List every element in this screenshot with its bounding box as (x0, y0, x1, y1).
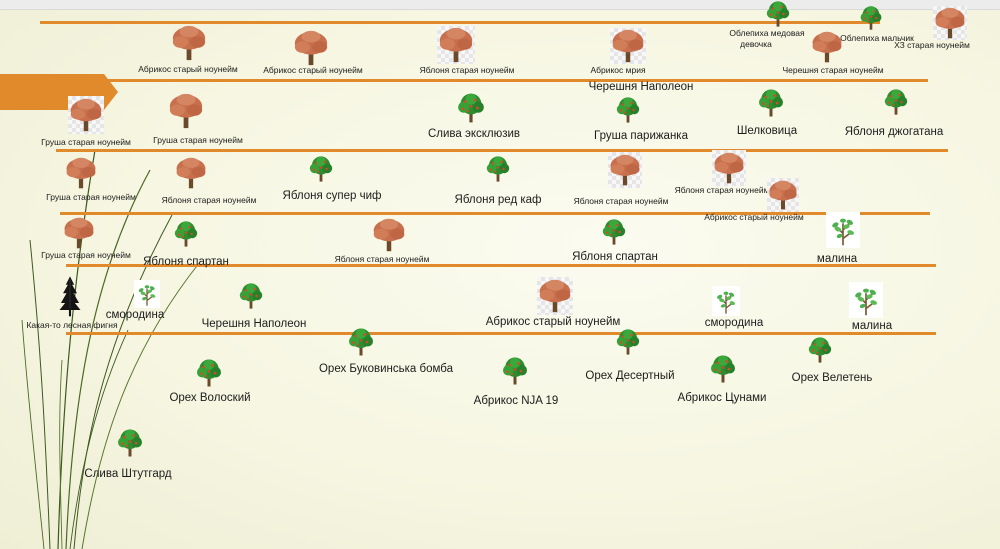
tree-label: девочка (740, 39, 772, 49)
apple-tree-icon (882, 88, 910, 116)
tree-label: Слива Штутгард (84, 468, 172, 480)
tree-label: Яблоня старая ноунейм (573, 196, 669, 206)
apple-tree-icon (708, 352, 738, 386)
tree-label: Груша старая ноунейм (41, 250, 131, 260)
autumn-tree-icon (68, 96, 104, 134)
autumn-tree-icon (174, 155, 208, 191)
tree-label: смородина (704, 317, 764, 329)
tree-label: Облепиха медовая (729, 28, 805, 38)
tree-label: Орех Десертный (585, 370, 675, 382)
autumn-tree-icon (712, 150, 746, 186)
tree-label: малина (816, 253, 858, 265)
row-line-6 (66, 332, 936, 335)
tree-label: Черешня Наполеон (201, 318, 307, 330)
tree-label: Черешня Наполеон (588, 81, 694, 93)
row-line-2 (70, 79, 928, 82)
apple-tree-icon (756, 88, 786, 118)
tree-label: ХЗ старая ноунейм (894, 40, 970, 50)
tree-label: Яблоня спартан (143, 256, 229, 268)
apple-tree-icon (764, 0, 792, 28)
apple-tree-icon (172, 218, 200, 250)
tree-label: Абрикос старый ноунейм (485, 316, 621, 328)
sapling-icon (712, 286, 740, 316)
apple-tree-icon (346, 325, 376, 359)
tree-label: Яблоня джогатана (844, 126, 944, 138)
tree-label: Абрикос NJA 19 (473, 395, 559, 407)
apple-tree-icon (806, 334, 834, 366)
tree-label: Яблоня супер чиф (282, 190, 382, 202)
tree-label: Орех Буковинська бомба (318, 363, 454, 375)
apple-tree-icon (484, 154, 512, 184)
apple-tree-icon (307, 154, 335, 184)
tree-label: Орех Волоский (169, 392, 251, 404)
tree-label: Груша парижанка (594, 130, 688, 142)
tree-label: Яблоня старая ноунейм (334, 254, 430, 264)
apple-tree-icon (600, 216, 628, 248)
pine-tree-icon (56, 274, 84, 318)
autumn-tree-icon (933, 6, 967, 40)
autumn-tree-icon (167, 92, 205, 130)
autumn-tree-icon (62, 215, 96, 251)
tree-label: Орех Велетень (791, 372, 873, 384)
apple-tree-icon (115, 426, 145, 460)
tree-label: Груша старая ноунейм (46, 192, 136, 202)
apple-tree-icon (237, 280, 265, 312)
apple-tree-icon (194, 356, 224, 390)
tree-label: Шелковица (736, 125, 798, 137)
tree-label: Груша старая ноунейм (153, 135, 243, 145)
apple-tree-icon (500, 354, 530, 388)
tree-label: Яблоня старая ноунейм (419, 65, 515, 75)
autumn-tree-icon (810, 30, 844, 64)
slide-top-edge (0, 0, 1000, 10)
tree-label: Абрикос мрия (590, 65, 646, 75)
apple-tree-icon (614, 96, 642, 124)
autumn-tree-icon (608, 152, 642, 188)
autumn-tree-icon (292, 29, 330, 67)
tree-label: Яблоня спартан (572, 251, 658, 263)
tree-label: Яблоня старая ноунейм (161, 195, 257, 205)
autumn-tree-icon (170, 24, 208, 62)
tree-label: Слива эксклюзив (427, 128, 521, 140)
row-line-1 (40, 21, 880, 24)
tree-label: Абрикос старый ноунейм (263, 65, 363, 75)
autumn-tree-icon (537, 277, 573, 315)
row-line-3 (56, 149, 948, 152)
tree-label: Абрикос старый ноунейм (138, 64, 238, 74)
apple-tree-icon (858, 5, 884, 31)
apple-tree-icon (614, 326, 642, 358)
tree-label: Яблоня старая ноунейм (674, 185, 770, 195)
apple-tree-icon (455, 92, 487, 124)
tree-label: Черешня старая ноунейм (782, 65, 884, 75)
tree-label: Какая-то лесная фигня (26, 320, 118, 330)
tree-label: Абрикос Цунами (677, 392, 767, 404)
row-line-4 (60, 212, 930, 215)
autumn-tree-icon (371, 216, 407, 254)
autumn-tree-icon (437, 26, 475, 64)
autumn-tree-icon (64, 155, 98, 191)
autumn-tree-icon (610, 28, 646, 64)
row-line-5 (66, 264, 936, 267)
tree-label: Облепиха мальчик (840, 33, 914, 43)
tree-label: смородина (105, 309, 165, 321)
tree-label: малина (851, 320, 893, 332)
sapling-icon (849, 282, 883, 318)
tree-label: Яблоня ред каф (454, 194, 542, 206)
sapling-icon (134, 280, 160, 308)
tree-label: Абрикос старый ноунейм (704, 212, 804, 222)
sapling-icon (826, 212, 860, 248)
tree-label: Груша старая ноунейм (41, 137, 131, 147)
autumn-tree-icon (767, 178, 799, 212)
